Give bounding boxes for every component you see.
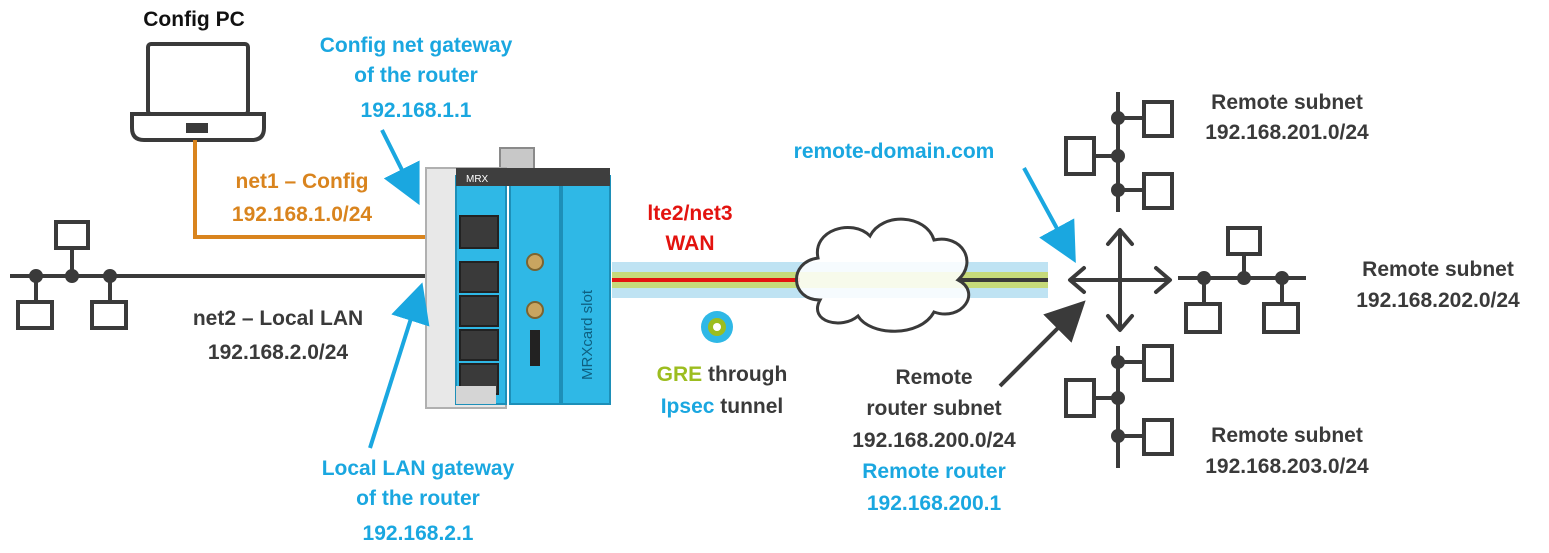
lan-gateway-arrow	[368, 282, 430, 449]
lan-gateway-line1: Local LAN gateway	[321, 457, 515, 480]
wan-interface-name: lte2/net3	[647, 202, 733, 225]
router-device	[425, 147, 611, 409]
lan-gateway-ip: 192.168.2.1	[362, 522, 474, 545]
lan-gateway-line2: of the router	[356, 487, 480, 510]
ipsec-label: Ipsec	[660, 395, 715, 418]
config-gateway-line2: of the router	[354, 64, 478, 87]
remote-subnet-201-network-icon	[1064, 92, 1174, 212]
remote-router-ip: 192.168.200.1	[866, 492, 1002, 515]
remote-subnet-202-ip: 192.168.202.0/24	[1356, 289, 1520, 312]
through-label: through	[708, 363, 788, 386]
net1-subnet: 192.168.1.0/24	[231, 203, 373, 226]
net2-name: net2 – Local LAN	[192, 307, 364, 330]
remote-subnet-203-label: Remote subnet	[1211, 424, 1363, 447]
wan-label: WAN	[665, 232, 715, 255]
remote-router-subnet: 192.168.200.0/24	[852, 429, 1016, 452]
router-brand-label: MRX	[466, 174, 489, 185]
laptop-icon	[130, 42, 266, 142]
net1-name: net1 – Config	[235, 170, 369, 193]
net2-subnet: 192.168.2.0/24	[207, 341, 349, 364]
config-gateway-ip: 192.168.1.1	[360, 99, 472, 122]
net1-config-link	[193, 140, 474, 239]
tunnel-word-label: tunnel	[720, 395, 784, 418]
remote-subnet-202-network-icon	[1178, 226, 1306, 334]
remote-domain-label: remote-domain.com	[793, 140, 995, 163]
tunnel-line1: GRE through	[657, 359, 788, 390]
config-gateway-arrow	[380, 129, 420, 206]
remote-subnet-201-ip: 192.168.201.0/24	[1205, 121, 1369, 144]
config-pc-label: Config PC	[143, 8, 245, 31]
config-gateway-line1: Config net gateway	[319, 34, 513, 57]
router-slot-label: MRXcard slot	[579, 289, 596, 380]
remote-domain-arrow	[1022, 167, 1076, 264]
local-lan-network-icon	[10, 220, 155, 330]
remote-router-line1: Remote	[895, 366, 973, 389]
remote-router-label: Remote router	[862, 460, 1006, 483]
remote-subnet-203-network-icon	[1064, 344, 1174, 468]
remote-subnet-203-ip: 192.168.203.0/24	[1205, 455, 1369, 478]
internet-cloud-icon	[795, 217, 971, 333]
remote-subnet-202-label: Remote subnet	[1362, 258, 1514, 281]
gre-label: GRE	[656, 363, 703, 386]
remote-router-icon	[1068, 228, 1172, 332]
tunnel-badge-icon	[701, 311, 733, 343]
remote-subnet-201-label: Remote subnet	[1211, 91, 1363, 114]
remote-router-arrow	[998, 300, 1086, 388]
remote-router-line2: router subnet	[866, 397, 1002, 420]
tunnel-line2: Ipsec tunnel	[661, 391, 784, 422]
